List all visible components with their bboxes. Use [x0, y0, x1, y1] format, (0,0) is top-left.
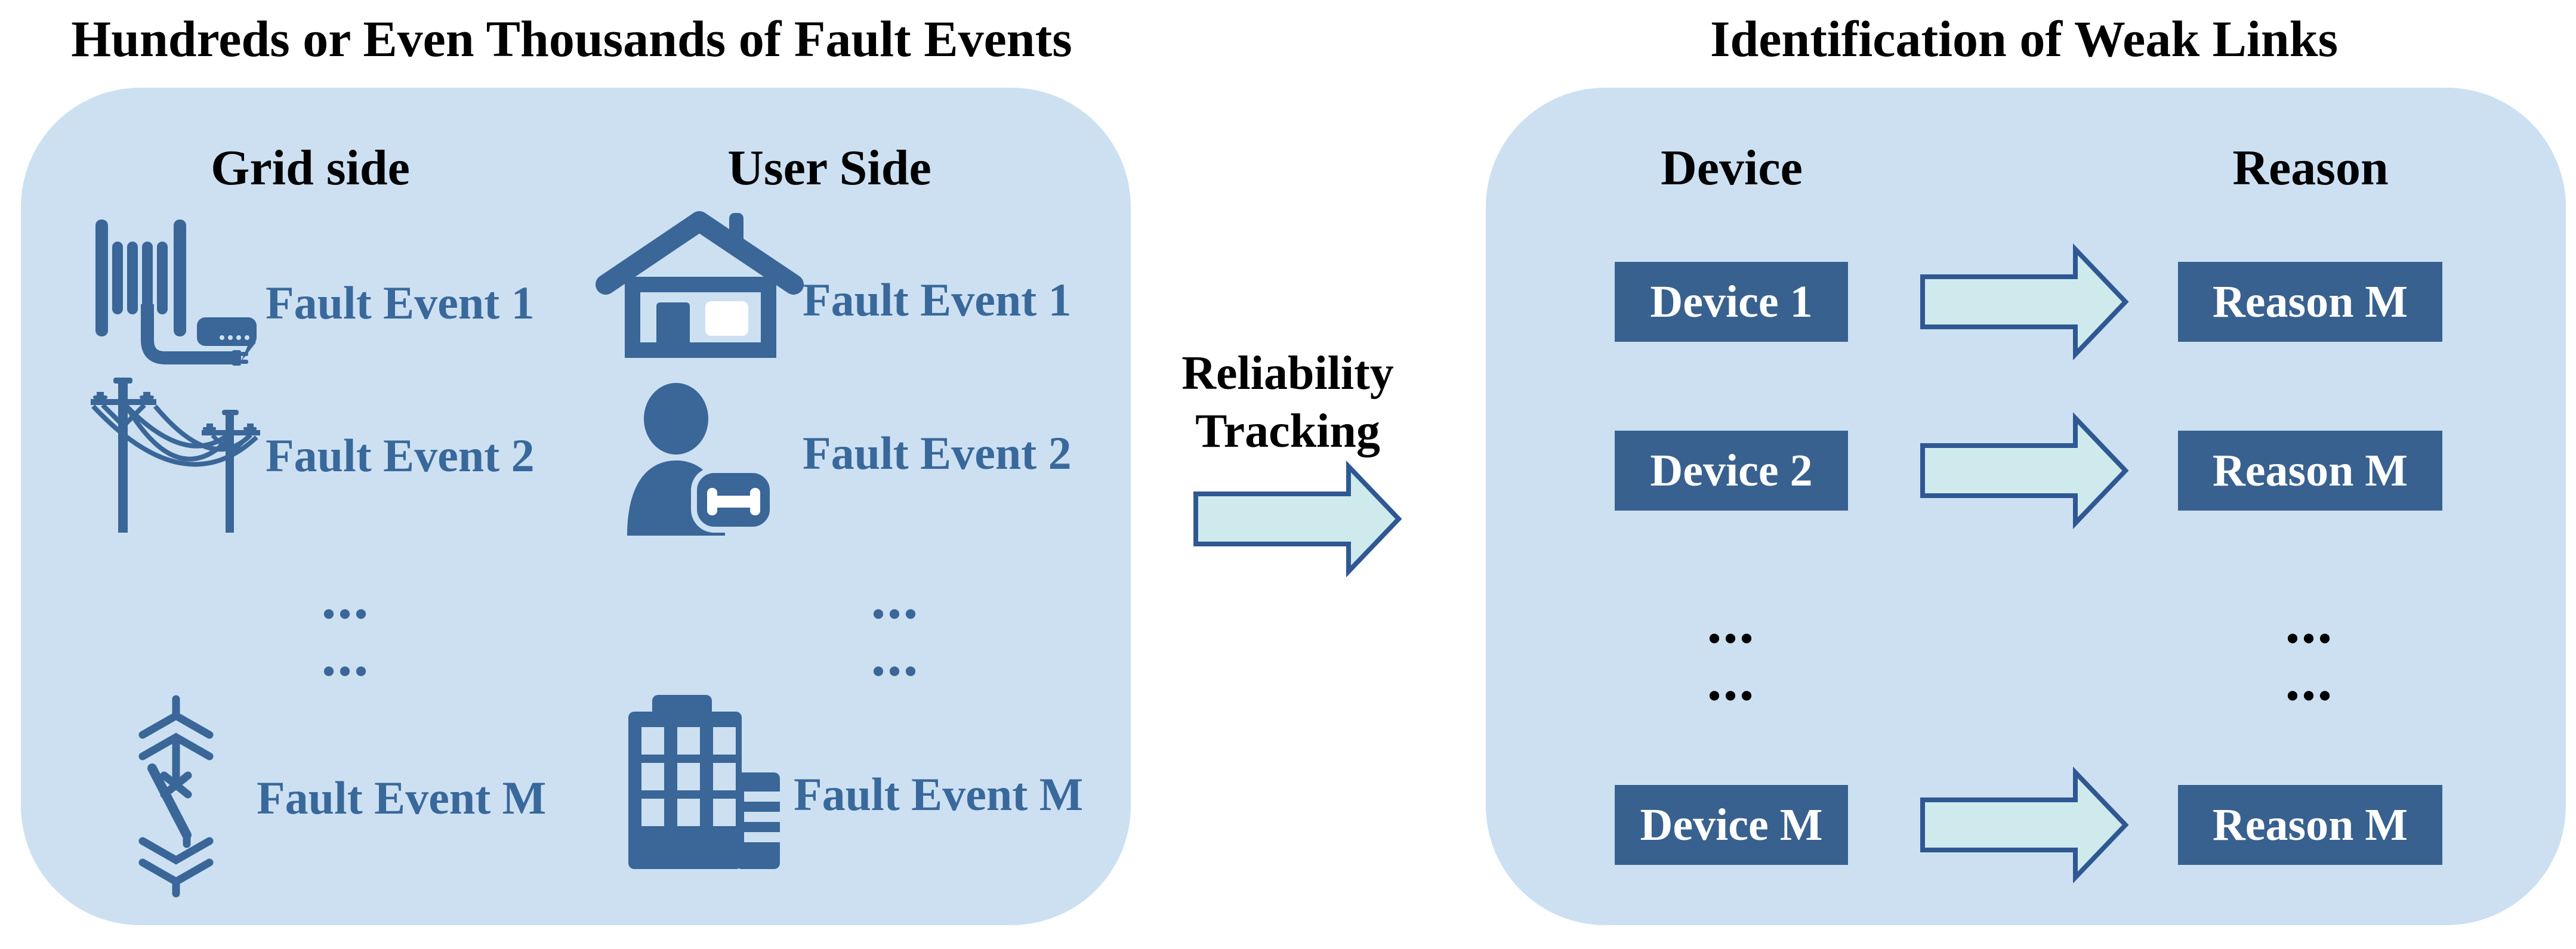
device-2-box: Device 2 — [1615, 431, 1848, 511]
user-fault-event-m-label: Fault Event M — [794, 768, 1084, 820]
transmission-lines-icon — [90, 378, 263, 534]
fault-events-panel — [21, 88, 1131, 925]
device-m-box: Device M — [1615, 785, 1848, 865]
grid-fault-event-2-label: Fault Event 2 — [266, 429, 535, 481]
device-ellipsis: ... — [1707, 589, 1756, 656]
person-icon — [624, 382, 782, 540]
user-fault-event-1-label: Fault Event 1 — [803, 274, 1072, 326]
reason-box-row-1: Reason M — [2178, 262, 2442, 342]
grid-side-header: Grid side — [211, 140, 410, 196]
device-ellipsis: ... — [1707, 647, 1756, 713]
reliability-tracking-line-1: Reliability — [1181, 347, 1394, 400]
building-icon — [618, 695, 782, 871]
grid-fault-event-1-label: Fault Event 1 — [266, 277, 535, 329]
reason-box-row-2: Reason M — [2178, 431, 2442, 511]
device-1-box: Device 1 — [1615, 262, 1848, 342]
reliability-tracking-arrow-icon — [1193, 460, 1402, 577]
grid-fault-event-m-label: Fault Event M — [257, 772, 547, 824]
grid-ellipsis: ... — [321, 565, 370, 631]
reason-box-row-m: Reason M — [2178, 785, 2442, 865]
reason-header: Reason — [2232, 140, 2389, 196]
left-section-title: Hundreds or Even Thousands of Fault Even… — [71, 10, 1072, 67]
device-to-reason-arrow-icon — [1920, 243, 2129, 360]
reliability-tracking-line-2: Tracking — [1195, 405, 1380, 458]
reliability-tracking-label: Reliability Tracking — [1181, 345, 1394, 460]
reason-ellipsis: ... — [2285, 647, 2334, 713]
reason-ellipsis: ... — [2285, 589, 2334, 656]
device-to-reason-arrow-icon — [1920, 412, 2129, 529]
device-header: Device — [1661, 140, 1803, 196]
device-to-reason-arrow-icon — [1920, 766, 2129, 883]
user-ellipsis: ... — [871, 565, 920, 631]
power-cable-icon — [92, 215, 272, 394]
user-side-header: User Side — [727, 140, 931, 196]
user-ellipsis: ... — [871, 622, 920, 688]
grid-ellipsis: ... — [321, 622, 370, 688]
house-icon — [596, 211, 804, 358]
right-section-title: Identification of Weak Links — [1710, 10, 2339, 67]
disconnect-switch-icon — [128, 695, 224, 898]
user-fault-event-2-label: Fault Event 2 — [803, 427, 1072, 479]
